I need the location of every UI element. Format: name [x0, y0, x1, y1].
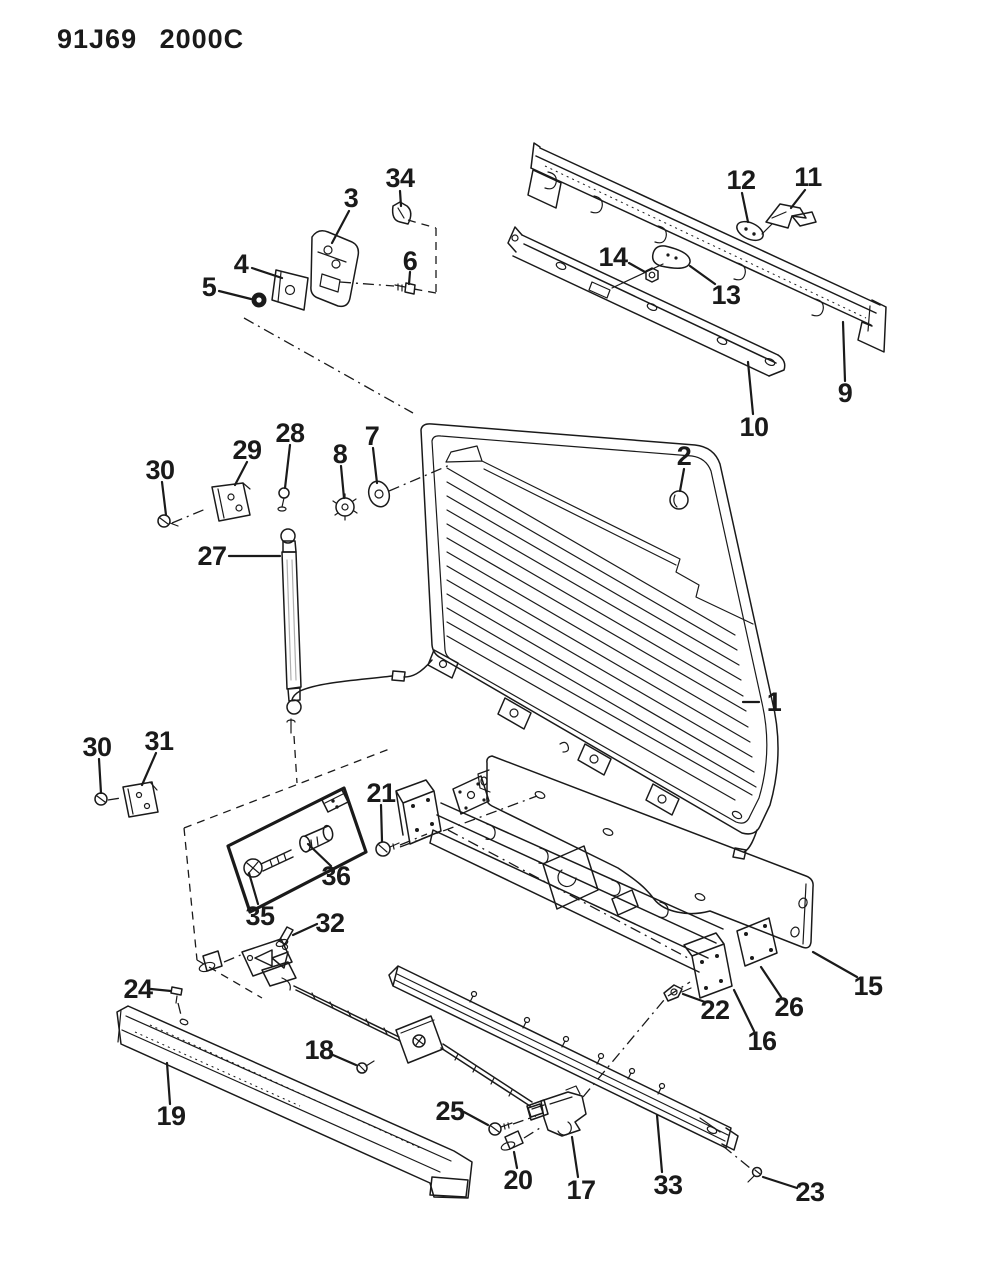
part-14-nut: [645, 267, 659, 283]
callout-18: 18: [304, 1035, 334, 1065]
callout-4: 4: [234, 249, 249, 279]
part-29-bracket: [211, 482, 251, 522]
callout-14: 14: [598, 242, 628, 272]
support-bar-assembly: [395, 741, 814, 1002]
part-35-36-detail-panel: [226, 786, 368, 914]
part-33-sill-strip: [388, 965, 739, 1151]
part-20-bumper: [500, 1130, 524, 1151]
callout-10: 10: [739, 412, 768, 442]
callout-25: 25: [435, 1096, 465, 1126]
part-23-screw: [747, 1166, 763, 1183]
callout-27: 27: [197, 541, 226, 571]
part-21-screw: [375, 841, 400, 857]
callout-8: 8: [333, 439, 348, 469]
part-1-liftgate-glass: [291, 423, 779, 860]
part-24-screw: [170, 986, 183, 1004]
callout-12: 12: [726, 165, 755, 195]
callout-16: 16: [747, 1026, 777, 1056]
part-34-clip: [391, 201, 412, 225]
callout-21: 21: [366, 778, 396, 808]
callout-26: 26: [774, 992, 804, 1022]
callout-6: 6: [403, 246, 418, 276]
callout-33: 33: [653, 1170, 683, 1200]
part-31-bracket: [122, 781, 159, 818]
callout-24: 24: [123, 974, 153, 1004]
callout-23: 23: [795, 1177, 825, 1207]
callout-15: 15: [853, 971, 883, 1001]
callout-31: 31: [144, 726, 174, 756]
part-27-gas-strut: [280, 528, 302, 734]
part-5-grommet: [251, 292, 267, 308]
callout-30-lower: 30: [82, 732, 111, 762]
callout-28: 28: [275, 418, 305, 448]
strip-studs: [469, 990, 666, 1095]
part-2-grommet: [669, 490, 689, 510]
callout-2: 2: [677, 441, 692, 471]
figure-code-title: 91J69 2000C: [57, 24, 244, 54]
callout-29: 29: [232, 435, 262, 465]
callout-7: 7: [365, 421, 380, 451]
callout-labels: 34 3 4 5 6 12 11 14 13 9 10 30 29 28 8 7…: [82, 162, 883, 1207]
hinge-and-cable-group: [198, 926, 533, 1107]
callout-34: 34: [385, 163, 415, 193]
part-6-bolt: [394, 282, 416, 295]
callout-20: 20: [503, 1165, 532, 1195]
construction-lines: [107, 219, 751, 1169]
part-30-screw-lower: [94, 792, 108, 806]
part-10-lower-retainer-rail: [507, 226, 786, 377]
part-11-clip: [765, 203, 817, 229]
part-19-lower-trim-bar: [116, 1005, 473, 1199]
part-7-washer: [367, 480, 391, 508]
callout-30-upper: 30: [145, 455, 174, 485]
callout-5: 5: [202, 272, 217, 302]
callout-9: 9: [838, 378, 853, 408]
callout-36: 36: [321, 861, 351, 891]
callout-13: 13: [711, 280, 741, 310]
callout-11: 11: [794, 162, 822, 192]
part-28-clip-screw: [277, 487, 290, 512]
callout-19: 19: [156, 1101, 186, 1131]
part-25-screw: [488, 1122, 513, 1136]
part-9-upper-retainer-rail: [527, 142, 887, 353]
callout-32: 32: [315, 908, 344, 938]
part-13-clip-plate: [611, 245, 691, 289]
part-3-striker-plate: [310, 230, 360, 308]
callout-35: 35: [245, 901, 275, 931]
callout-22: 22: [700, 995, 729, 1025]
part-12-oval-grommet: [736, 220, 773, 242]
callout-3: 3: [344, 183, 359, 213]
callout-leader-lines: [97, 188, 859, 1190]
callout-17: 17: [566, 1175, 595, 1205]
callout-1: 1: [767, 687, 782, 717]
part-17-latch: [526, 1085, 587, 1137]
part-30-screw-upper: [157, 514, 179, 528]
